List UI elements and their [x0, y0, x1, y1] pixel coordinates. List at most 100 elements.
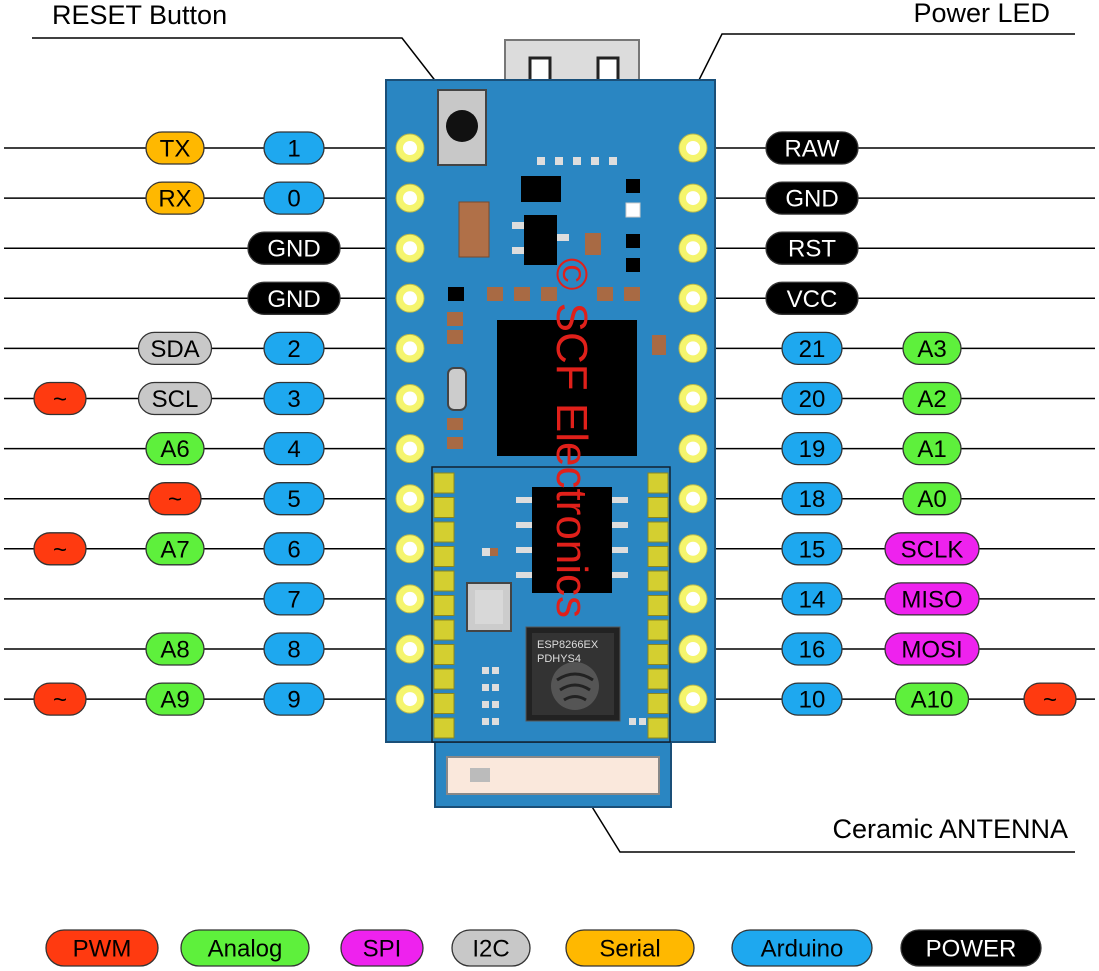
left-pin-label-analog-text: A6: [160, 436, 189, 463]
left-pin-label-arduino: 5: [263, 482, 325, 516]
left-pin-label-serial-background: [145, 181, 205, 215]
left-pin-label-pwm: ~: [33, 532, 87, 566]
left-pin-label-arduino-background: [263, 331, 325, 366]
right-header-hole: [686, 491, 700, 506]
right-pin-label-spi-background: [884, 582, 980, 616]
right-pin-label-arduino: 15: [781, 532, 843, 566]
left-pin-label-arduino-text: 1: [287, 136, 300, 163]
left-pin-label-arduino-background: [263, 431, 325, 466]
left-header-hole: [403, 141, 417, 155]
left-pin-label-arduino-background: [263, 582, 325, 616]
ceramic-antenna: [446, 756, 660, 795]
left-pin-label-i2c-text: SCL: [152, 386, 199, 413]
left-header-hole: [403, 541, 417, 556]
legend-swatch-pwm: [45, 929, 159, 967]
left-header-hole: [403, 491, 417, 506]
left-pin-label-i2c: SCL: [137, 381, 213, 416]
right-header-hole: [686, 191, 700, 206]
left-header-hole: [403, 642, 417, 656]
right-pin-label-arduino-text: 18: [799, 486, 826, 513]
legend-swatch-i2c: [451, 929, 531, 967]
left-pin-label-pwm-background: [33, 381, 87, 416]
right-pin-label-analog-background: [902, 381, 962, 416]
usb-pins: [537, 157, 617, 165]
right-pin-label-power: RAW: [765, 131, 859, 165]
left-pin-label-serial: TX: [145, 131, 205, 165]
right-pin-label-power: GND: [765, 181, 859, 215]
left-pin-label-arduino: 0: [263, 181, 325, 215]
left-header-hole: [403, 241, 417, 256]
left-pin-label-power-text: GND: [267, 286, 320, 313]
right-pin-label-power-text: RST: [788, 236, 836, 263]
left-pin-label-serial: RX: [145, 181, 205, 215]
right-header-hole: [686, 391, 700, 406]
right-header-hole: [686, 541, 700, 556]
legend-swatch-analog: [180, 929, 310, 967]
legend-item-analog: Analog: [180, 929, 310, 967]
module-pad: [433, 644, 455, 665]
left-pin-label-pwm: ~: [33, 682, 87, 716]
right-pin-label-analog-background: [894, 682, 970, 716]
right-header-hole: [686, 341, 700, 356]
left-pin-label-arduino-text: 0: [287, 186, 300, 213]
legend-swatch-power: [900, 929, 1042, 967]
left-pin-label-i2c-background: [137, 331, 213, 366]
small-components: [448, 179, 640, 301]
right-pin-label-arduino-text: 19: [799, 436, 826, 463]
right-header-hole: [686, 441, 700, 456]
right-pin-label-pwm-background: [1023, 682, 1077, 716]
left-pin-label-i2c-background: [137, 381, 213, 416]
right-pin-label-arduino-text: 14: [799, 586, 826, 613]
right-pin-label-spi: SCLK: [884, 532, 980, 566]
module-pad: [647, 546, 669, 567]
left-pin-label-analog-background: [145, 431, 205, 466]
right-header-hole: [686, 241, 700, 256]
right-pin-label-pwm: ~: [1023, 682, 1077, 716]
left-header-hole: [403, 591, 417, 606]
left-pin-label-arduino-background: [263, 532, 325, 566]
left-pin-label-arduino: 3: [263, 381, 325, 416]
module-pad: [433, 693, 455, 714]
left-header-hole: [403, 692, 417, 707]
left-pin-label-analog-background: [145, 632, 205, 666]
module-pad: [647, 521, 669, 543]
left-pin-label-i2c: SDA: [137, 331, 213, 366]
right-pin-label-spi: MOSI: [884, 632, 980, 666]
right-pin-label-pwm-text: ~: [1043, 687, 1057, 714]
right-pin-label-analog-text: A3: [917, 336, 946, 363]
left-pin-label-arduino: 6: [263, 532, 325, 566]
right-pin-label-arduino: 21: [781, 331, 843, 366]
left-pin-label-analog-text: A7: [160, 536, 189, 563]
left-pin-label-analog-background: [145, 682, 205, 716]
tantalum-capacitor: [458, 201, 490, 258]
right-pin-label-arduino-text: 10: [799, 687, 826, 714]
small-capacitors: [447, 233, 666, 449]
right-pin-label-arduino: 14: [781, 582, 843, 616]
legend-item-i2c: I2C: [451, 929, 531, 967]
legend-label-spi: SPI: [363, 936, 402, 963]
left-pin-label-arduino-text: 6: [287, 536, 300, 563]
legend-label-arduino: Arduino: [761, 936, 844, 963]
right-pin-label-arduino-text: 21: [799, 336, 826, 363]
power-led: [625, 202, 641, 218]
legend-swatch-serial: [565, 929, 695, 967]
right-header-hole: [686, 291, 700, 306]
left-pin-label-power-text: GND: [267, 236, 320, 263]
left-header-hole: [403, 391, 417, 406]
left-pin-label-arduino: 8: [263, 632, 325, 666]
right-pin-label-analog: A0: [902, 482, 962, 516]
right-pin-label-arduino: 19: [781, 431, 843, 466]
left-pin-label-pwm-text: ~: [53, 536, 67, 563]
left-pin-label-arduino-text: 8: [287, 637, 300, 664]
right-pin-label-power-text: RAW: [784, 136, 839, 163]
right-pin-label-analog: A1: [902, 431, 962, 466]
left-pin-label-arduino-background: [263, 682, 325, 716]
right-pin-label-analog-text: A1: [917, 436, 946, 463]
right-pin-label-spi-background: [884, 532, 980, 566]
reset-button[interactable]: [437, 89, 487, 166]
right-pin-label-analog: A3: [902, 331, 962, 366]
right-pin-label-analog-background: [902, 431, 962, 466]
